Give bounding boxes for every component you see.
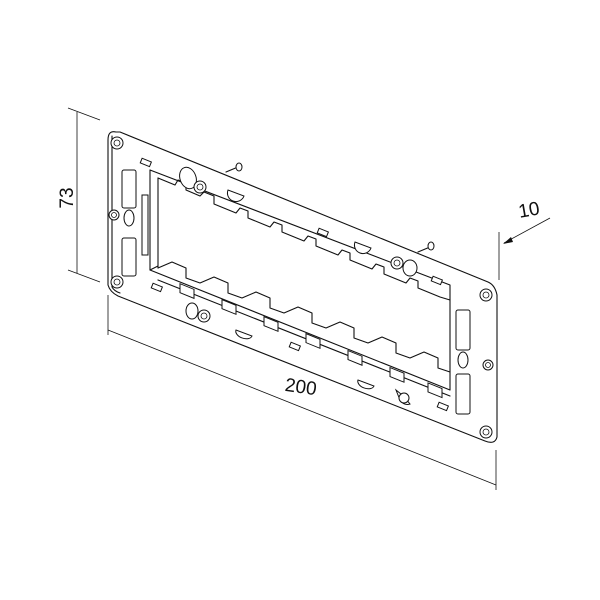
width-label: 200 [284, 375, 318, 400]
height-dimension: 73 [57, 107, 101, 283]
left-side-slots [121, 169, 149, 277]
top-rail-teeth [139, 157, 451, 301]
depth-dimension: 10 [498, 198, 551, 280]
right-side-slots [455, 309, 471, 415]
frame-outline [107, 131, 498, 443]
width-dimension: 200 [107, 295, 497, 490]
bottom-rail-modules [150, 261, 451, 412]
height-label: 73 [57, 187, 78, 208]
depth-label: 10 [517, 198, 541, 222]
corner-holes [108, 136, 494, 439]
screws [179, 162, 435, 405]
